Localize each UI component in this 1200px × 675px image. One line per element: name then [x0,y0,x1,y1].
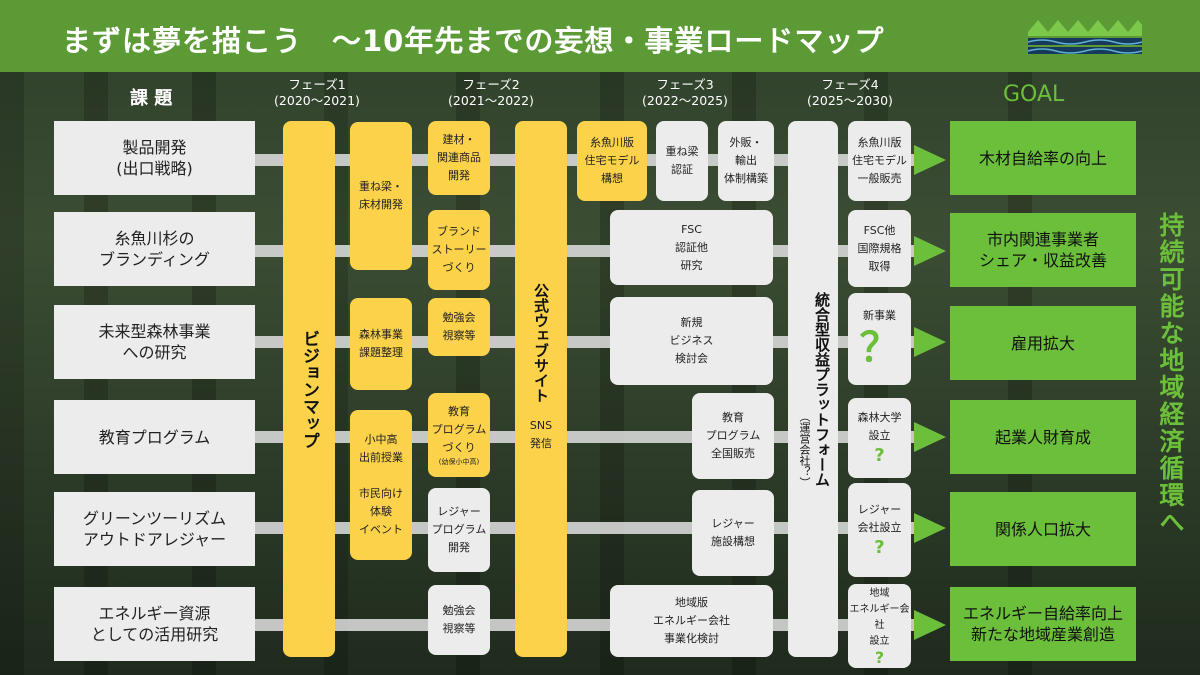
issue-energy-research: エネルギー資源 としての活用研究 [54,587,255,661]
vision-map-pillar: ビジョンマップ [283,121,335,657]
vision-map-label: ビジョンマップ [299,329,319,449]
phase-1-label: フェーズ1 (2020〜2021) [262,77,372,109]
phase-period: (2022〜2025) [642,93,728,108]
phase-3-label: フェーズ3 (2022〜2025) [630,77,740,109]
goal-related-population: 関係人口拡大 [950,492,1136,566]
question-icon: ? [874,537,885,558]
row-3-arrow-icon [914,327,946,357]
page-title: まずは夢を描こう ～10年先までの妄想・事業ロードマップ [62,24,885,58]
issue-education-program: 教育プログラム [54,400,255,474]
phase2-brand-box: ブランド ストーリー づくり [428,210,490,290]
question-icon: ? [874,648,885,667]
phase-4-label: フェーズ4 (2025〜2030) [795,77,905,109]
phase-period: (2020〜2021) [274,93,360,108]
phase3-edu-sale-box: 教育 プログラム 全国販売 [692,393,774,479]
phase-2-label: フェーズ2 (2021〜2022) [436,77,546,109]
goal-entrepreneurs: 起業人財育成 [950,400,1136,474]
phase2-study2-box: 勉強会 視察等 [428,585,490,655]
new-business-label: 新事業 [863,309,896,322]
website-label: 公式ウェブサイト [532,283,550,403]
row-5-arrow-icon [914,513,946,543]
phase3-leisure-plan-box: レジャー 施設構想 [692,490,774,576]
goal-energy-industry: エネルギー自給率向上 新たな地域産業創造 [950,587,1136,661]
phase3-beam-cert-box: 重ね梁 認証 [656,121,708,201]
goal-header: GOAL [1003,82,1065,107]
energy-co-label: 地域 エネルギー会社 設立 [849,588,910,647]
phase4-leisure-co-box: レジャー 会社設立 ? [848,483,911,577]
platform-sub-label: （運営会社？） [798,410,811,488]
goal-local-business-share: 市内関連事業者 シェア・収益改善 [950,213,1136,287]
phase4-new-business-box: 新事業 ？ [848,293,911,385]
phase-name: フェーズ2 [462,77,520,92]
row-4-arrow-icon [914,422,946,452]
phase-period: (2021〜2022) [448,93,534,108]
row-1-arrow-icon [914,145,946,175]
phase-name: フェーズ4 [821,77,879,92]
phase3-fsc-box: FSC 認証他 研究 [610,210,773,285]
row-2-arrow-icon [914,236,946,266]
phase4-energy-co-box: 地域 エネルギー会社 設立 ? [848,584,911,668]
row-6-arrow-icon [914,610,946,640]
phase3-export-box: 外販・ 輸出 体制構築 [718,121,774,201]
phase-name: フェーズ1 [288,77,346,92]
phase1-school-box: 小中高 出前授業 市民向け 体験 イベント [350,410,412,560]
goal-employment: 雇用拡大 [950,306,1136,380]
phase1-beams-box: 重ね梁・ 床材開発 [350,122,412,270]
phase2-study-box: 勉強会 視察等 [428,298,490,356]
phase2-edu-label: 教育 プログラム づくり [431,405,487,454]
issue-green-tourism: グリーンツーリズム アウトドアレジャー [54,492,255,566]
header-bar: まずは夢を描こう ～10年先までの妄想・事業ロードマップ [0,0,1200,72]
phase1-forestry-box: 森林事業 課題整理 [350,298,412,390]
issues-header: 課 題 [130,88,173,109]
platform-pillar: （運営会社？） 統合型収益プラットフォーム [788,121,838,657]
sns-label: SNS 発信 [529,419,553,450]
phase-name: フェーズ3 [656,77,714,92]
mountain-logo-icon [1028,20,1142,54]
sustainable-economy-label: 持続可能な地域経済循環へ [1156,212,1185,536]
issue-forestry-research: 未来型森林事業 への研究 [54,305,255,379]
question-icon: ? [874,445,885,466]
phase-period: (2025〜2030) [807,93,893,108]
phase4-house-sale-box: 糸魚川版 住宅モデル 一般販売 [848,121,911,201]
leisure-co-label: レジャー 会社設立 [857,503,902,534]
phase2-building-box: 建材・ 関連商品 開発 [428,121,490,195]
phase2-edu-note: (幼保小中高) [438,458,480,466]
platform-label: 統合型収益プラットフォーム [813,291,831,487]
website-pillar: 公式ウェブサイト SNS 発信 [515,121,567,657]
forest-univ-label: 森林大学 設立 [857,411,902,442]
issue-branding: 糸魚川杉の ブランディング [54,212,255,286]
phase3-new-biz-box: 新規 ビジネス 検討会 [610,297,773,385]
phase4-fsc-intl-box: FSC他 国際規格 取得 [848,210,911,287]
phase2-edu-box: 教育 プログラム づくり (幼保小中高) [428,393,490,477]
big-question-icon: ？ [859,325,900,371]
phase4-forest-univ-box: 森林大学 設立 ? [848,398,911,478]
phase3-energy-box: 地域版 エネルギー会社 事業化検討 [610,585,773,657]
phase3-house-model-box: 糸魚川版 住宅モデル 構想 [577,121,647,201]
goal-timber-self-sufficiency: 木材自給率の向上 [950,121,1136,195]
phase2-leisure-box: レジャー プログラム 開発 [428,488,490,572]
issue-product-development: 製品開発 (出口戦略) [54,121,255,195]
